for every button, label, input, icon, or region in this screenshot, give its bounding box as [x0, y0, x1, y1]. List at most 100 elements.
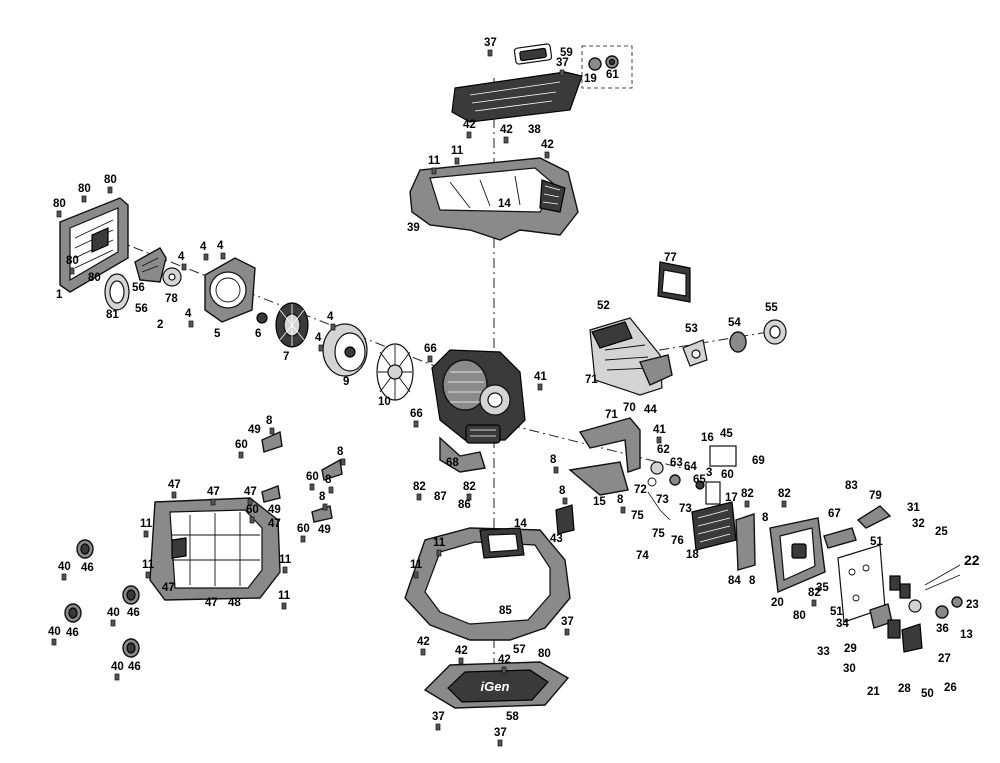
fastener-11g	[436, 549, 442, 557]
top-cover-assembly	[451, 43, 633, 123]
callout-8i: 8	[319, 491, 326, 503]
callout-46d: 46	[128, 661, 141, 673]
callout-27: 27	[938, 653, 951, 665]
callout-67: 67	[828, 508, 841, 520]
callout-31: 31	[907, 502, 920, 514]
callout-60c: 60	[306, 471, 319, 483]
callout-16: 16	[701, 432, 714, 444]
callout-42d: 42	[417, 636, 430, 648]
callout-47d: 47	[268, 518, 281, 530]
fastener-82c	[811, 599, 817, 607]
base-logo-text: iGen	[481, 679, 510, 694]
callout-41b: 41	[653, 424, 666, 436]
callout-21: 21	[867, 686, 880, 698]
fastener-47a	[171, 491, 177, 499]
callout-80g: 80	[538, 648, 551, 660]
callout-74: 74	[636, 550, 649, 562]
fastener-4d	[188, 320, 194, 328]
fastener-82b	[781, 500, 787, 508]
bottom-plate: iGen	[423, 661, 570, 709]
callout-37e: 37	[494, 727, 507, 739]
fastener-markers	[51, 49, 817, 747]
callout-48: 48	[228, 597, 241, 609]
fastener-40a	[61, 573, 67, 581]
callout-46a: 46	[81, 562, 94, 574]
callout-66a: 66	[424, 343, 437, 355]
callout-26: 26	[944, 682, 957, 694]
callout-20: 20	[771, 597, 784, 609]
fastener-37e	[497, 739, 503, 747]
callout-79: 79	[869, 490, 882, 502]
fastener-8b	[562, 497, 568, 505]
callout-81: 81	[106, 309, 119, 321]
callout-36: 36	[936, 623, 949, 635]
callout-14a: 14	[498, 198, 511, 210]
callout-47a: 47	[168, 479, 181, 491]
callout-5: 5	[214, 328, 221, 340]
fastener-4f	[318, 344, 324, 352]
callout-56b: 56	[135, 303, 148, 315]
callout-47e: 47	[162, 582, 175, 594]
callout-68: 68	[446, 457, 459, 469]
fastener-82d	[416, 493, 422, 501]
callout-42b: 42	[500, 124, 513, 136]
callout-75b: 75	[652, 528, 665, 540]
callout-13: 13	[960, 629, 973, 641]
callout-76: 76	[671, 535, 684, 547]
callout-4b: 4	[200, 241, 207, 253]
callout-4a: 4	[178, 251, 185, 263]
fastener-11a	[431, 167, 437, 175]
callout-66b: 66	[410, 408, 423, 420]
callout-70: 70	[623, 402, 636, 414]
fastener-80b	[81, 195, 87, 203]
callout-11b: 11	[451, 145, 464, 157]
callout-49a: 49	[248, 424, 261, 436]
fastener-80a	[56, 210, 62, 218]
callout-10: 10	[378, 396, 391, 408]
fastener-4e	[330, 323, 336, 331]
callout-8g: 8	[337, 446, 344, 458]
callout-29: 29	[844, 643, 857, 655]
callout-61: 61	[606, 69, 619, 81]
fastener-11c	[143, 530, 149, 538]
callout-75a: 75	[631, 510, 644, 522]
callout-80d: 80	[66, 255, 79, 267]
callout-11a: 11	[428, 155, 441, 167]
callout-85: 85	[499, 605, 512, 617]
callout-42f: 42	[498, 654, 511, 666]
callout-37d: 37	[432, 711, 445, 723]
callout-55: 55	[765, 302, 778, 314]
callout-52: 52	[597, 300, 610, 312]
fastener-4b	[203, 253, 209, 261]
callout-80b: 80	[78, 183, 91, 195]
fastener-11b	[454, 157, 460, 165]
control-brackets	[568, 417, 892, 594]
callout-69: 69	[752, 455, 765, 467]
callout-30: 30	[843, 663, 856, 675]
callout-40c: 40	[48, 626, 61, 638]
fastener-8h	[328, 486, 334, 494]
callout-8h: 8	[325, 474, 332, 486]
callout-82c: 82	[808, 587, 821, 599]
callout-17: 17	[725, 492, 738, 504]
rotor-stator-parts	[275, 302, 414, 401]
callout-40d: 40	[111, 661, 124, 673]
fastener-66b	[413, 420, 419, 428]
callout-45: 45	[720, 428, 733, 440]
callout-7: 7	[283, 351, 289, 363]
left-side-panel	[59, 197, 129, 293]
fastener-40c	[51, 638, 57, 646]
callout-22: 22	[964, 552, 980, 568]
callout-46b: 46	[127, 607, 140, 619]
callout-11g: 11	[433, 537, 446, 549]
callout-42e: 42	[455, 645, 468, 657]
control-panel-assembly	[837, 544, 963, 653]
callout-11e: 11	[279, 554, 292, 566]
fastener-42e	[458, 657, 464, 665]
fastener-11h	[413, 571, 419, 579]
callout-80e: 80	[88, 272, 101, 284]
engine-block	[431, 349, 526, 444]
callout-4f: 4	[315, 332, 322, 344]
